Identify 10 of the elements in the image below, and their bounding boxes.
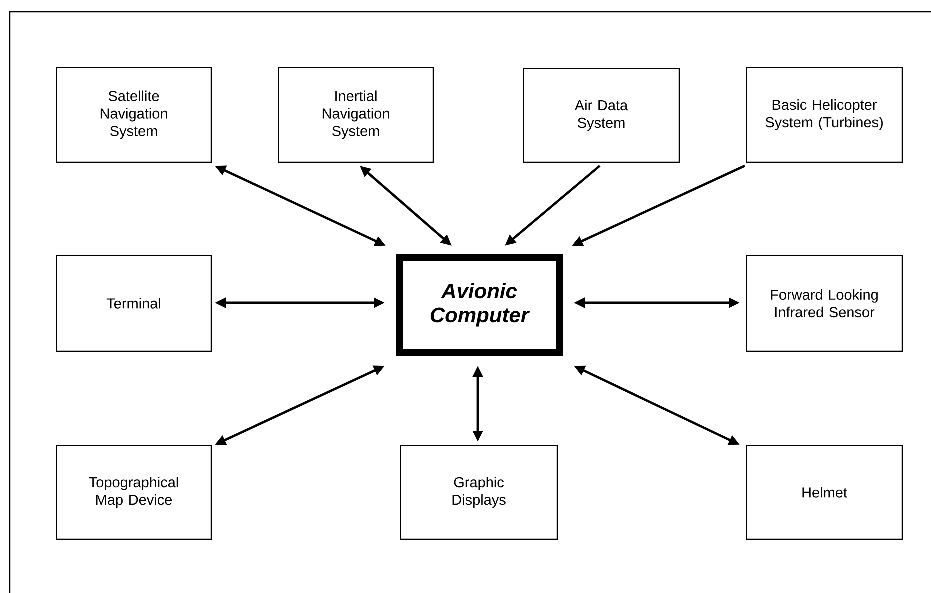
- system-box: Forward Looking Infrared Sensor: [746, 255, 903, 352]
- system-box: Inertial Navigation System: [278, 67, 434, 163]
- system-box: Helmet: [746, 445, 903, 540]
- system-box: Satellite Navigation System: [56, 67, 212, 163]
- computer-box: Avionic Computer: [396, 254, 563, 356]
- system-box: Graphic Displays: [400, 445, 558, 540]
- system-box: Basic Helicopter System (Turbines): [746, 67, 903, 163]
- system-box: Air Data System: [523, 68, 680, 163]
- system-box: Terminal: [56, 255, 212, 352]
- system-box: Topographical Map Device: [56, 445, 212, 540]
